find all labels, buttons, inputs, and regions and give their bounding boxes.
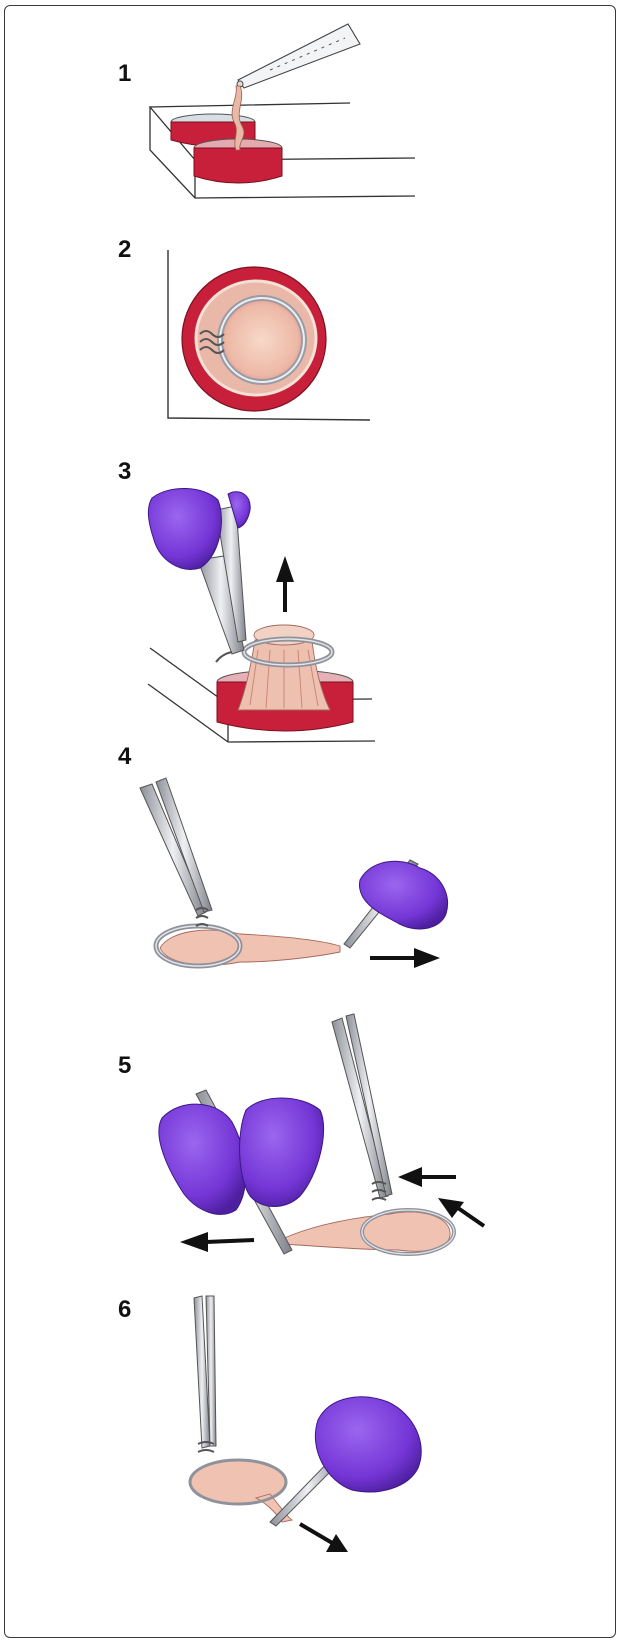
step-2-illustration <box>168 250 370 420</box>
step-5-illustration <box>159 1014 484 1254</box>
step-3-illustration <box>148 488 375 742</box>
step-1-illustration <box>150 24 415 198</box>
step-6-illustration <box>190 1296 421 1552</box>
step-4-illustration <box>140 778 448 968</box>
